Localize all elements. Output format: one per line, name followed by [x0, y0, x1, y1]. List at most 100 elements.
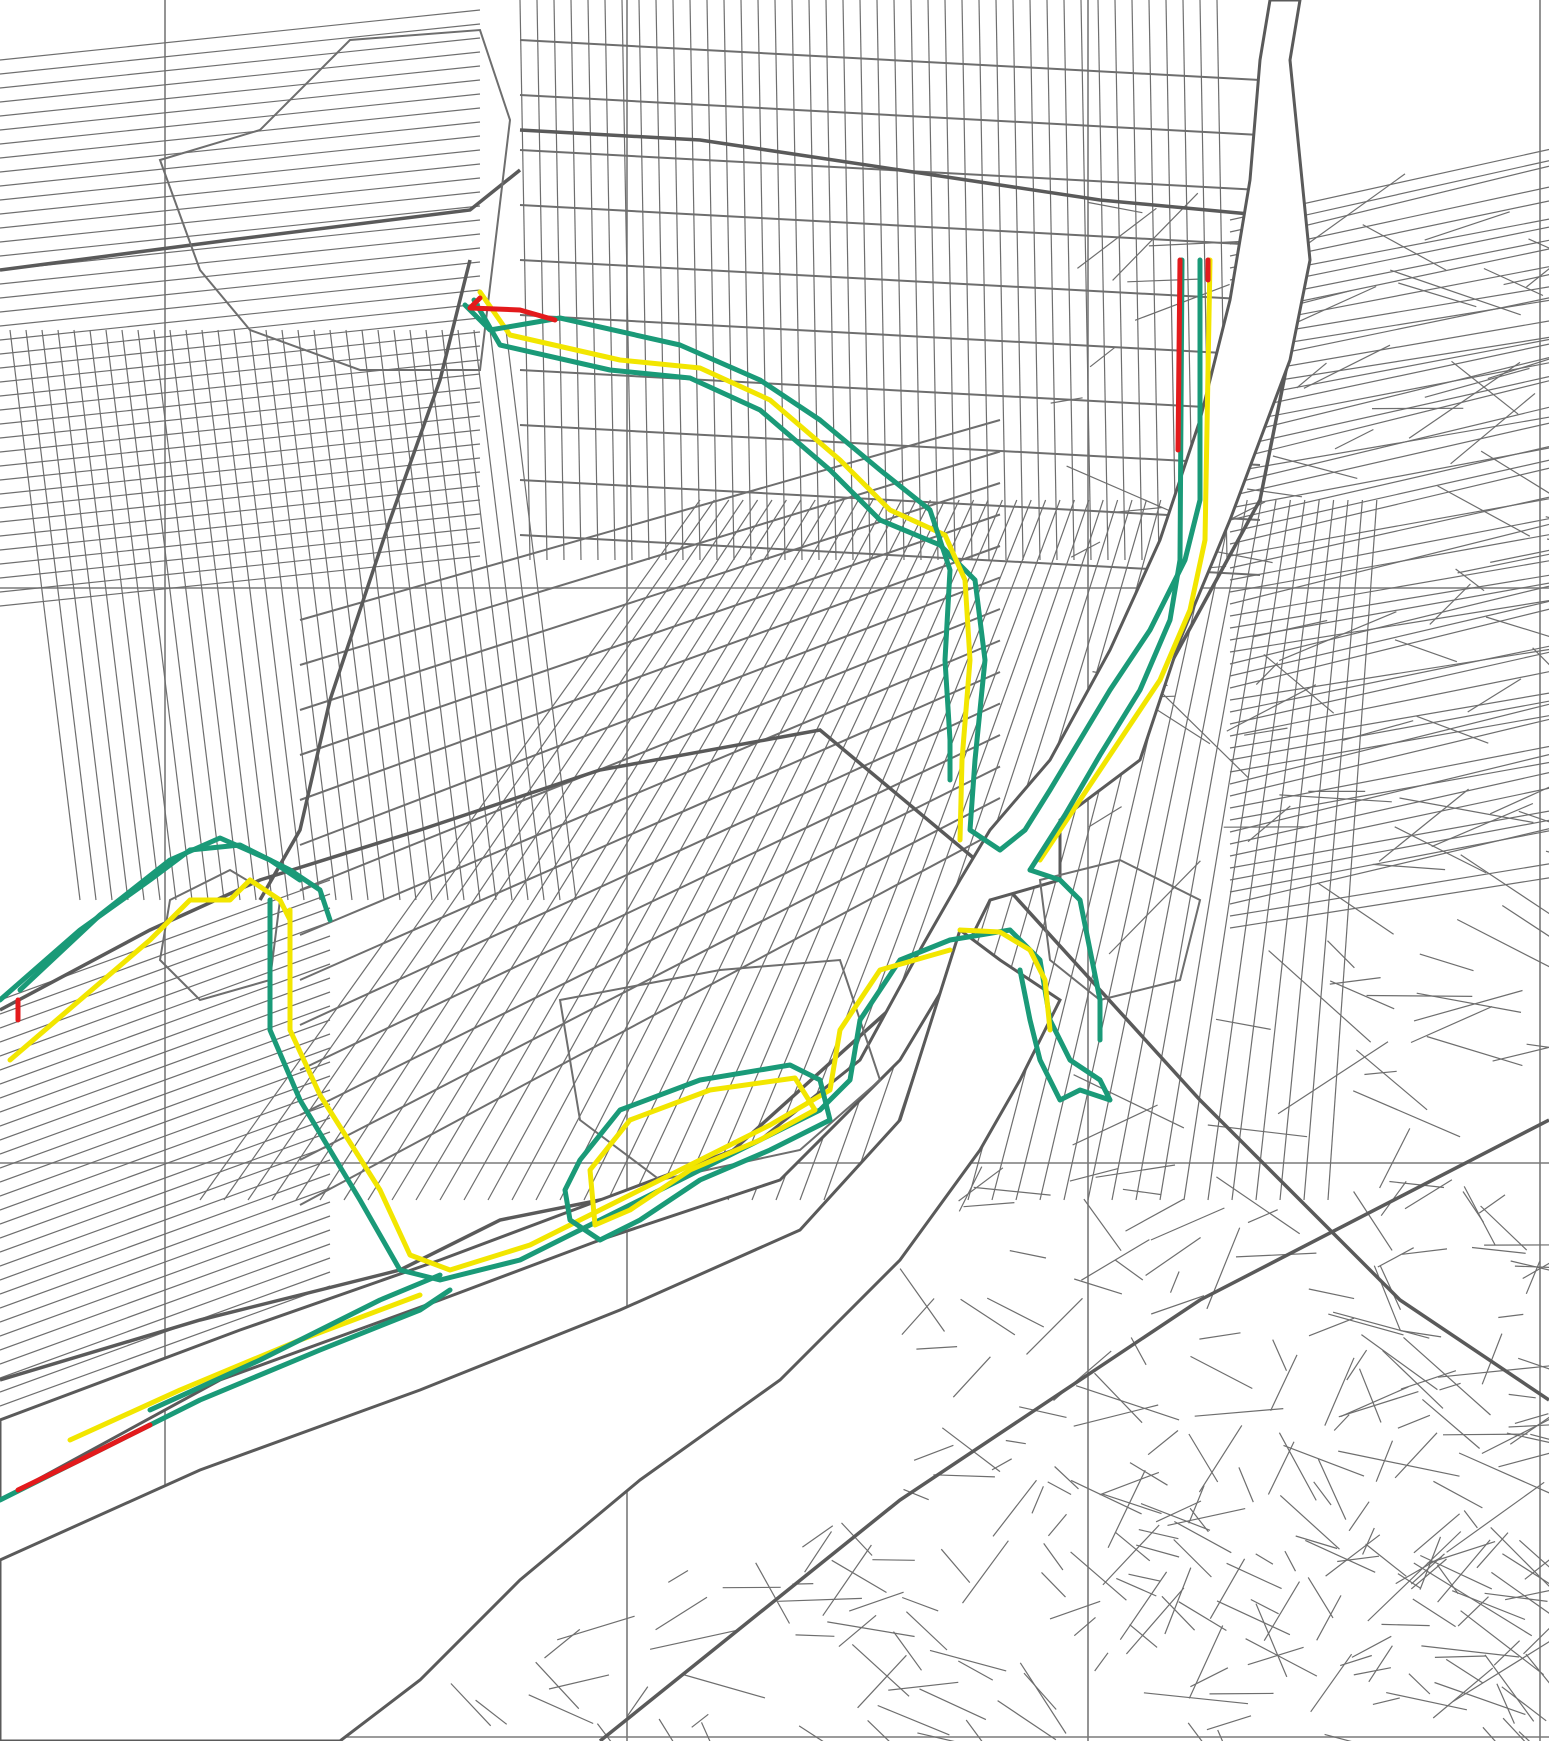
parcel-line: [672, 0, 684, 561]
parcel-line: [0, 79, 481, 131]
parcel-line: [1367, 1531, 1462, 1622]
parcel-line: [626, 1686, 649, 1717]
parcel-line: [0, 331, 481, 383]
parcel-line: [1410, 1558, 1447, 1590]
parcel-line: [962, 1540, 1009, 1604]
parcel-line: [901, 1298, 935, 1335]
parcel-line: [1075, 1385, 1180, 1421]
parcel-line: [1436, 1564, 1459, 1595]
parcel-line: [1452, 1641, 1549, 1703]
parcel-line: [1029, 0, 1041, 561]
parcel-line: [1502, 1717, 1526, 1741]
parcel-line: [1019, 1662, 1067, 1734]
parcel-line: [1327, 940, 1355, 969]
parcel-line: [808, 0, 820, 561]
parcel-line: [1278, 1432, 1317, 1501]
parcel-line: [1138, 1529, 1179, 1540]
parcel-line: [1130, 1337, 1147, 1366]
parcel-line: [247, 499, 730, 1201]
parcel-line: [1250, 1598, 1279, 1615]
parcel-line: [1426, 1035, 1523, 1067]
parcel-line: [519, 94, 1261, 136]
parcel-line: [0, 247, 481, 299]
parcel-line: [367, 499, 802, 1201]
town-block: [158, 28, 512, 371]
parcel-line: [655, 499, 975, 1201]
parcel-line: [1508, 1424, 1549, 1428]
parcel-line: [1324, 1357, 1355, 1426]
parcel-line: [505, 329, 577, 901]
parcel-line: [0, 317, 481, 369]
parcel-line: [1277, 1041, 1389, 1115]
parcel-line: [1526, 1043, 1549, 1049]
parcel-line: [1519, 1539, 1549, 1568]
parcel-line: [1229, 582, 1549, 641]
parcel-line: [1229, 357, 1549, 437]
road: [258, 259, 472, 901]
parcel-line: [1140, 1503, 1211, 1531]
parcel-line: [1327, 499, 1378, 1201]
parcel-line: [655, 0, 667, 561]
parcel-line: [1394, 826, 1487, 874]
parcel-line: [1421, 1645, 1520, 1658]
parcel-line: [960, 1298, 1016, 1336]
parcel-line: [691, 1713, 709, 1728]
parcel-line: [740, 0, 752, 561]
dike-segment-green: [1027, 257, 1185, 873]
parcel-line: [986, 1297, 1045, 1328]
dike-segment-yellow: [957, 927, 1053, 1033]
parcel-line: [1451, 360, 1519, 415]
parcel-line: [1510, 1260, 1549, 1271]
parcel-line: [1229, 416, 1549, 473]
parcel-line: [1125, 1587, 1185, 1655]
parcel-line: [1047, 1513, 1067, 1537]
parcel-line: [105, 329, 177, 901]
parcel-line: [169, 329, 241, 901]
parcel-line: [0, 963, 331, 1085]
parcel-line: [535, 499, 903, 1201]
parcel-line: [519, 479, 1261, 521]
parcel-line: [1450, 392, 1536, 465]
parcel-line: [361, 329, 433, 901]
parcel-line: [1229, 700, 1549, 761]
parcel-line: [1229, 467, 1549, 545]
parcel-line: [1379, 1128, 1411, 1189]
parcel-line: [604, 0, 616, 561]
parcel-line: [313, 329, 385, 901]
parcel-line: [0, 93, 481, 145]
parcel-line: [1229, 671, 1549, 737]
parcel-line: [1255, 1553, 1274, 1565]
parcel-line: [1031, 1486, 1044, 1514]
parcel-line: [1353, 1191, 1393, 1251]
parcel-line: [0, 991, 331, 1113]
parcel-line: [0, 1047, 331, 1169]
parcel-line: [1451, 1590, 1526, 1621]
parcel-line: [1375, 1440, 1394, 1482]
parcel-line: [1229, 585, 1549, 665]
parcel-line: [1434, 1681, 1526, 1716]
parcel-line: [299, 797, 1001, 1161]
parcel-line: [0, 1243, 331, 1365]
parcel-line: [0, 1285, 331, 1407]
parcel-line: [1419, 1536, 1442, 1590]
parcel-line: [1229, 718, 1549, 797]
parcel-line: [1413, 1513, 1460, 1554]
parcel-line: [1340, 1386, 1409, 1418]
parcel-line: [1508, 1393, 1536, 1399]
parcel-line: [791, 0, 803, 561]
parcel-line: [1107, 1470, 1146, 1548]
parcel-line: [822, 1544, 872, 1617]
parcel-line: [0, 1005, 331, 1127]
parcel-line: [1198, 1425, 1243, 1493]
parcel-line: [1229, 498, 1549, 557]
parcel-line: [1063, 0, 1075, 561]
parcel-line: [450, 1683, 492, 1727]
parcel-line: [0, 289, 481, 341]
parcel-line: [1215, 1018, 1271, 1030]
parcel-line: [1480, 1205, 1528, 1251]
parcel-line: [1087, 499, 1234, 1201]
parcel-line: [1229, 692, 1549, 749]
parcel-line: [0, 149, 481, 201]
